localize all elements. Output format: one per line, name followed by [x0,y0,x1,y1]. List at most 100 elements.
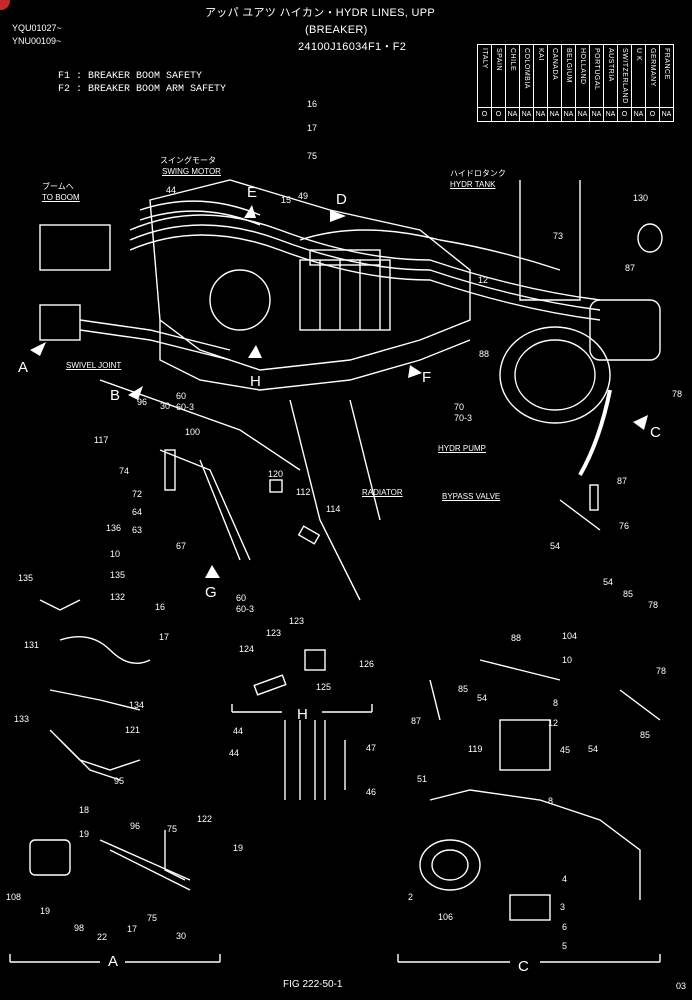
part-callout: 100 [185,427,201,437]
view-letter-c: C [650,424,661,441]
part-callout: 67 [176,541,187,551]
part-callout: 119 [468,744,483,754]
country-name-row: ITALY SPAIN CHILE COLOMBIA KAI CANADA BE… [477,44,674,108]
country-name: SPAIN [495,48,502,71]
part-callout: 6 [562,922,568,932]
part-callout: 75 [167,824,178,834]
part-callout: 70 [454,402,465,412]
country-value: NA [561,107,576,122]
part-callout: 117 [94,435,109,445]
part-callout: 12 [548,718,559,728]
part-callout: 8 [553,698,559,708]
part-callout: 96 [130,821,141,831]
country-name: FRANCE [663,48,670,80]
part-callout: 60-3 [236,604,255,614]
part-callout: 85 [623,589,634,599]
part-callout: 104 [562,631,578,641]
label-swing-motor-jp: スイングモータ [160,156,216,165]
label-hydr-pump: HYDR PUMP [438,444,487,453]
part-callout: 114 [326,504,341,514]
part-callout: 95 [114,776,125,786]
part-callout: 132 [110,592,126,602]
view-letter-a: A [18,359,29,376]
label-bypass-valve: BYPASS VALVE [442,492,501,501]
label-radiator: RADIATOR [362,488,403,497]
part-callout: 19 [233,843,244,853]
part-callout: 44 [166,185,177,195]
part-callout: 121 [125,725,141,735]
part-callout: 5 [562,941,568,951]
part-callout: 60-3 [176,402,195,412]
figure-caption: FIG 222-50-1 [283,979,343,990]
part-callout: 16 [307,99,318,109]
country-value: NA [631,107,646,122]
label-to-boom: TO BOOM [42,193,80,202]
part-callout: 4 [562,874,568,884]
part-callout: 130 [633,193,649,203]
part-callout: 18 [79,805,90,815]
part-callout: 123 [266,628,282,638]
country-value: NA [589,107,604,122]
part-callout: 63 [132,525,143,535]
part-callout: 85 [640,730,651,740]
red-corner-marker [0,0,10,10]
part-callout: 45 [560,745,571,755]
part-callout: 87 [625,263,636,273]
part-callout: 136 [106,523,122,533]
country-name: BELGIUM [565,48,572,84]
country-value: O [645,107,660,122]
part-callout: 98 [74,923,85,933]
country-value: NA [519,107,534,122]
part-callout: 78 [672,389,683,399]
part-callout: 106 [438,912,454,922]
country-value: NA [575,107,590,122]
note-f1: F1 : BREAKER BOOM SAFETY [58,71,203,82]
part-callout: 124 [239,644,255,654]
view-letter-b: B [110,387,121,404]
part-callout: 54 [603,577,614,587]
country-name: COLOMBIA [523,48,530,89]
diagram-title: アッパ ユアツ ハイカン・HYDR LINES, UPP [205,7,436,19]
country-value: NA [547,107,562,122]
label-hydr-tank-jp: ハイドロタンク [450,169,506,178]
country-value: NA [603,107,618,122]
view-letter-d: D [336,191,347,208]
part-callout: 76 [619,521,630,531]
country-value: NA [505,107,520,122]
part-callout: 30 [160,401,171,411]
part-callout: 133 [14,714,30,724]
part-callout: 64 [132,507,143,517]
part-callout: 12 [478,275,489,285]
part-callout: 73 [553,231,564,241]
serial-range-2: YNU00109~ [12,36,62,46]
country-name: ITALY [481,48,488,69]
part-callout: 15 [281,195,292,205]
part-callout: 112 [296,487,311,497]
section-letter-c: C [518,958,529,975]
part-callout: 135 [110,570,126,580]
country-value: NA [659,107,674,122]
part-callout: 87 [411,716,422,726]
part-callout: 120 [268,469,284,479]
country-value: NA [533,107,548,122]
country-name: CHILE [509,48,516,72]
part-callout: 19 [40,906,51,916]
part-callout: 54 [550,541,561,551]
country-value-row: O O NA NA NA NA NA NA NA NA O NA O NA [477,107,674,122]
label-swivel-joint: SWIVEL JOINT [66,361,122,370]
part-number: 24100J16034F1・F2 [298,41,407,53]
country-value: O [617,107,632,122]
part-callout: 135 [18,573,34,583]
part-callout: 78 [648,600,659,610]
part-callout: 19 [79,829,90,839]
country-name: U K [635,48,642,62]
part-callout: 123 [289,616,305,626]
country-applicability-table: ITALY SPAIN CHILE COLOMBIA KAI CANADA BE… [477,44,674,122]
country-name: AUSTRIA [607,48,614,82]
country-value: O [491,107,506,122]
section-letter-a: A [108,953,119,970]
country-name: GERMANY [649,48,656,87]
view-letter-e: E [247,184,258,201]
